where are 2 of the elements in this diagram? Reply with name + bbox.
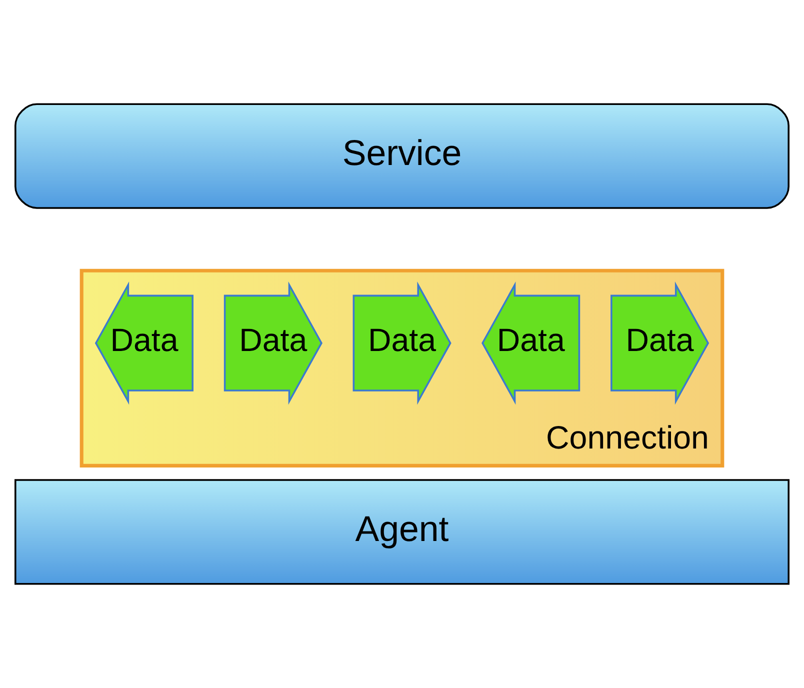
node-box: Agent [14,479,790,585]
node-box: Service [14,103,790,209]
